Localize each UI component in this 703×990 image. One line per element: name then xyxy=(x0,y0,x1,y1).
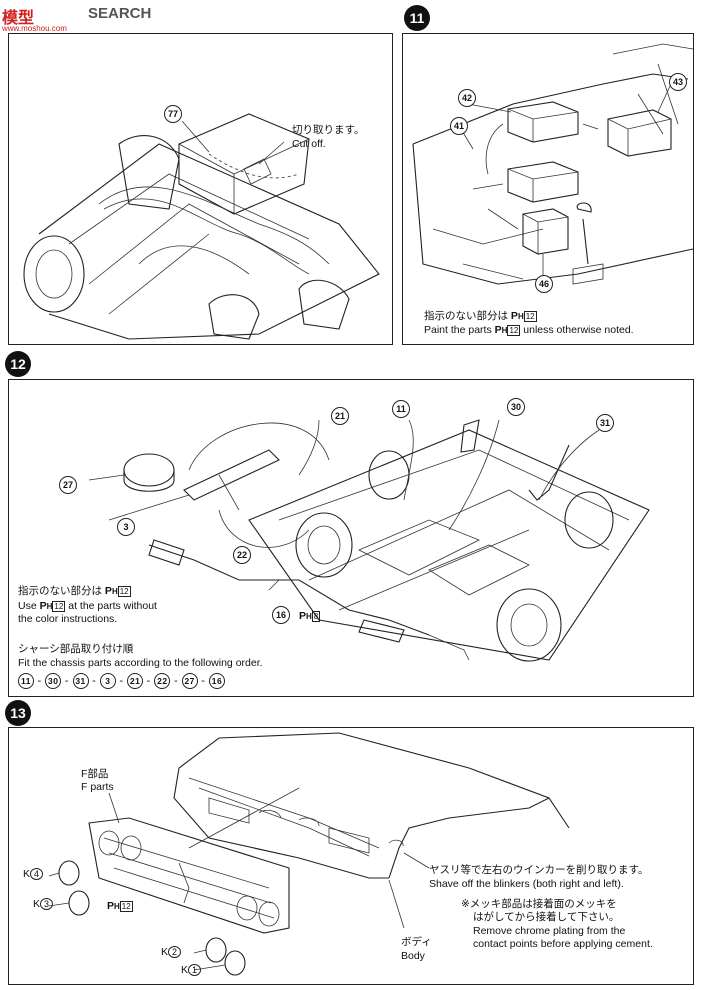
chassis-paint-code-en-number: 12 xyxy=(52,601,66,612)
body-grille-illustration xyxy=(48,732,570,976)
k-prefix-3: K xyxy=(33,898,41,910)
f-parts-jp: F部品 xyxy=(81,768,109,780)
order-part-27: 27 xyxy=(181,673,198,689)
paint-code-en-number: 12 xyxy=(507,325,521,336)
chrome-note-jp-b: はがしてから接着して下さい。 xyxy=(473,911,620,923)
body-label-jp: ボディ xyxy=(401,936,432,948)
chassis-paint-note-en-a: Use xyxy=(18,600,37,612)
chassis-paint-note-en-c: the color instructions. xyxy=(18,613,118,625)
paint-note-jp-text: 指示のない部分は xyxy=(424,310,508,322)
order-part-11: 11 xyxy=(18,673,34,689)
chassis-paint-code-en-letter: H xyxy=(46,602,53,611)
paint-note-en-b: unless otherwise noted. xyxy=(523,324,634,336)
order-note-jp: シャーシ部品取り付け順 xyxy=(18,643,134,655)
f-parts-en: F parts xyxy=(81,781,114,793)
order-dash: - xyxy=(143,675,155,687)
paint-code: PH xyxy=(510,310,524,322)
paint-code-en: PH xyxy=(494,324,508,336)
part-callout-31: 31 xyxy=(596,414,614,432)
cut-off-jp: 切り取ります。 xyxy=(292,124,365,136)
part-callout-21: 21 xyxy=(331,407,349,425)
step-number-13: 13 xyxy=(5,700,31,726)
chassis-interior-illustration xyxy=(23,113,380,340)
order-part-21: 21 xyxy=(127,673,144,689)
part-callout-27: 27 xyxy=(59,476,77,494)
step-number-12: 12 xyxy=(5,351,31,377)
part-callout-30: 30 xyxy=(507,398,525,416)
k-prefix-4: K xyxy=(23,868,31,880)
watermark-brand-cn: 模型 xyxy=(2,10,35,27)
panel-step10: 77 切り取ります。 Cut off. xyxy=(8,33,393,345)
order-sequence: 11 - 30 - 31 - 3 - 21 - 22 - 27 - 16 xyxy=(18,673,225,689)
paint-code-letter: H xyxy=(517,312,524,321)
chassis-paint-note-en-b: at the parts without xyxy=(68,600,157,612)
order-note-en: Fit the chassis parts according to the f… xyxy=(18,657,263,669)
order-part-16: 16 xyxy=(208,673,225,689)
order-part-3: 3 xyxy=(99,673,116,689)
watermark-brand-en: SEARCH xyxy=(88,5,152,22)
audio-units-illustration xyxy=(412,43,694,285)
chassis-underside-illustration xyxy=(88,419,650,662)
k-num-1: 1 xyxy=(188,964,202,976)
part-callout-77: 77 xyxy=(164,105,182,123)
paint-note-en-a: Paint the parts xyxy=(424,324,492,336)
body-label-en: Body xyxy=(401,950,425,962)
k-num-2: 2 xyxy=(168,946,182,958)
chrome-note-en-a: Remove chrome plating from the xyxy=(473,925,626,937)
cut-off-en: Cut off. xyxy=(292,138,326,150)
k-prefix-1: K xyxy=(181,964,189,976)
shave-note-jp: ヤスリ等で左右のウインカーを削り取ります。 xyxy=(429,864,649,876)
shave-note-en: Shave off the blinkers (both right and l… xyxy=(429,878,624,890)
part-callout-41: 41 xyxy=(450,117,468,135)
order-part-22: 22 xyxy=(154,673,171,689)
grille-paint-code-letter: H xyxy=(114,902,120,911)
chrome-note-jp-a: ※メッキ部品は接着面のメッキを xyxy=(461,898,617,910)
order-dash: - xyxy=(115,675,128,687)
order-dash: - xyxy=(34,675,46,687)
order-dash: - xyxy=(197,675,209,687)
paint-code-en-letter: H xyxy=(501,326,508,335)
chassis-paint-note-jp-text: 指示のない部分は xyxy=(18,585,102,597)
watermark-url: www.moshou.com xyxy=(2,24,67,33)
paint-code-h8-letter: H xyxy=(306,612,312,621)
step-number-11: 11 xyxy=(404,5,430,31)
part-callout-11: 11 xyxy=(392,400,410,418)
grille-paint-code-number: 12 xyxy=(119,901,133,912)
part-callout-22: 22 xyxy=(233,546,251,564)
k-num-3: 3 xyxy=(40,898,54,910)
paint-code-h8-number: 8 xyxy=(311,611,321,622)
paint-code-number: 12 xyxy=(523,311,537,322)
part-callout-16: 16 xyxy=(272,606,290,624)
chrome-note-en-b: contact points before applying cement. xyxy=(473,938,653,950)
chassis-paint-code-letter: H xyxy=(111,587,118,596)
chassis-paint-code-number: 12 xyxy=(117,586,131,597)
order-dash: - xyxy=(61,675,73,687)
order-dash: - xyxy=(170,675,182,687)
part-callout-3: 3 xyxy=(117,518,135,536)
part-callout-46: 46 xyxy=(535,275,553,293)
order-dash: - xyxy=(88,675,100,687)
k-num-4: 4 xyxy=(30,868,44,880)
order-part-31: 31 xyxy=(72,673,89,689)
order-part-30: 30 xyxy=(45,673,62,689)
k-prefix-2: K xyxy=(161,946,169,958)
part-callout-42: 42 xyxy=(458,89,476,107)
part-callout-43: 43 xyxy=(669,73,687,91)
